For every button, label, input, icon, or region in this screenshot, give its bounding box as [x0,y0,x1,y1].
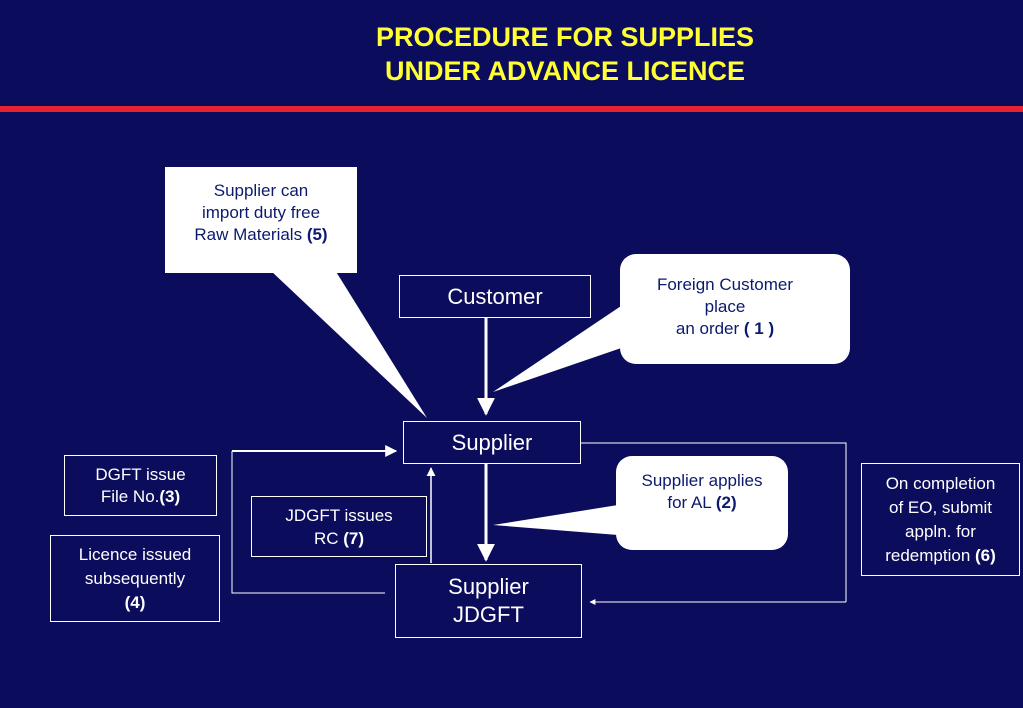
foreign-customer-callout: Foreign Customer place an order ( 1 ) [620,254,850,364]
customer-label: Customer [447,283,543,309]
licence-note-line-1: Licence issued [78,544,192,564]
page-title: PROCEDURE FOR SUPPLIES UNDER ADVANCE LIC… [190,20,940,88]
licence-note: Licence issued subsequently (4) [50,535,220,622]
jdgft-note-step: (7) [343,528,365,548]
supplier-label: Supplier [451,429,533,455]
completion-note-line-1: On completion [885,473,996,493]
left-loop-line [231,451,385,594]
foreign-callout-line-1: Foreign Customer [656,275,794,294]
completion-note-step: (6) [975,545,996,565]
completion-note-line-2: of EO, submit [889,497,992,517]
jdgft-note-line-1: JDGFT issues [285,505,393,525]
completion-note-line-3: appln. for [905,521,976,541]
applies-callout-pointer [493,505,618,535]
supplier-node: Supplier [403,421,581,464]
import-callout-pointer [270,270,427,418]
import-callout-step: (5) [306,225,328,244]
jdgft-note-line-2: RC (7) [313,528,365,548]
dgft-note: DGFT issue File No.(3) [64,455,217,516]
applies-callout-step: (2) [715,493,737,512]
licence-note-step: (4) [124,592,146,612]
completion-note-line-4: redemption (6) [885,545,996,565]
licence-note-line-2: subsequently [84,568,186,588]
completion-note: On completion of EO, submit appln. for r… [861,463,1020,576]
dgft-note-line-2: File No.(3) [100,486,181,506]
applies-callout: Supplier applies for AL (2) [616,456,788,550]
foreign-callout-line-3: an order ( 1 ) [675,319,775,338]
title-line-1: PROCEDURE FOR SUPPLIES [375,22,755,52]
title-line-2: UNDER ADVANCE LICENCE [384,56,746,86]
foreign-callout-pointer [493,300,630,392]
import-callout-line-2: import duty free [201,203,321,222]
jdgft-note: JDGFT issues RC (7) [251,496,427,557]
import-callout-line-3: Raw Materials (5) [194,225,328,244]
supplier-jdgft-node: Supplier JDGFT [395,564,582,638]
right-loop-line [580,442,847,602]
customer-node: Customer [399,275,591,318]
supplier-jdgft-label-1: Supplier [448,574,529,599]
foreign-callout-line-2: place [704,297,746,316]
import-callout: Supplier can import duty free Raw Materi… [165,167,357,273]
applies-callout-line-1: Supplier applies [641,471,763,490]
applies-callout-line-2: for AL (2) [667,493,737,512]
title-divider [0,106,1023,112]
supplier-jdgft-label-2: JDGFT [453,602,524,627]
import-callout-line-1: Supplier can [213,181,309,200]
dgft-note-step: (3) [159,486,181,506]
dgft-note-line-1: DGFT issue [95,464,186,484]
foreign-callout-step: ( 1 ) [743,319,775,338]
